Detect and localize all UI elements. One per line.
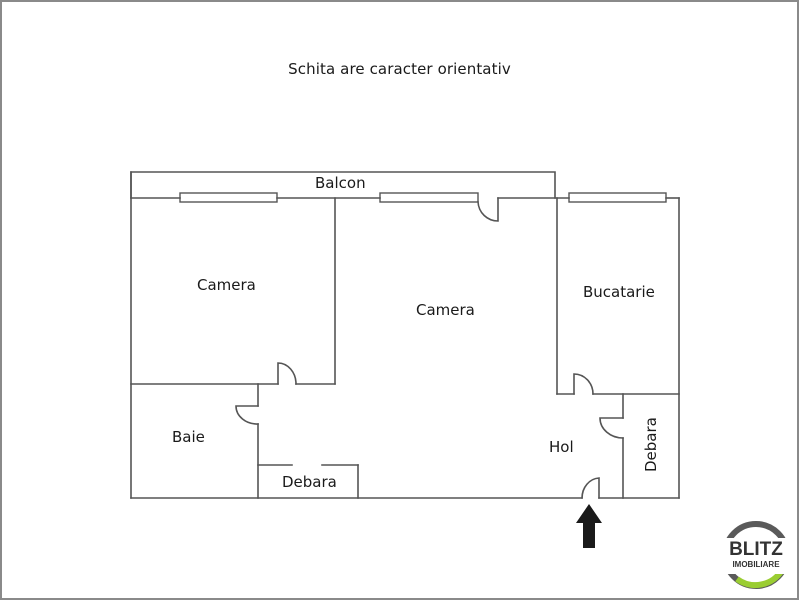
plan-caption: Schita are caracter orientativ [288,60,511,78]
entrance-door [581,477,600,499]
window-left [179,192,278,203]
blitz-logo-ring [721,521,791,589]
room-label-camera-center: Camera [416,301,475,319]
logo-subtitle: IMOBILIARE [732,560,780,569]
camera-left-door [277,362,297,385]
room-label-debara-bottom: Debara [282,473,337,491]
room-label-balcon: Balcon [315,174,366,192]
arrow-up-icon [576,504,602,548]
window-center [379,192,479,203]
debara-right-door [599,417,624,439]
balcony-door [477,197,499,222]
room-label-camera-left: Camera [197,276,256,294]
room-label-baie: Baie [172,428,205,446]
room-label-hol: Hol [549,438,574,456]
room-label-bucatarie: Bucatarie [583,283,655,301]
baie-door [235,405,259,425]
window-right [568,192,667,203]
blitz-imobiliare-logo: BLITZ IMOBILIARE [721,520,791,590]
kitchen-door [573,373,594,395]
logo-title: BLITZ [729,539,783,560]
room-label-debara-right: Debara [642,417,660,472]
